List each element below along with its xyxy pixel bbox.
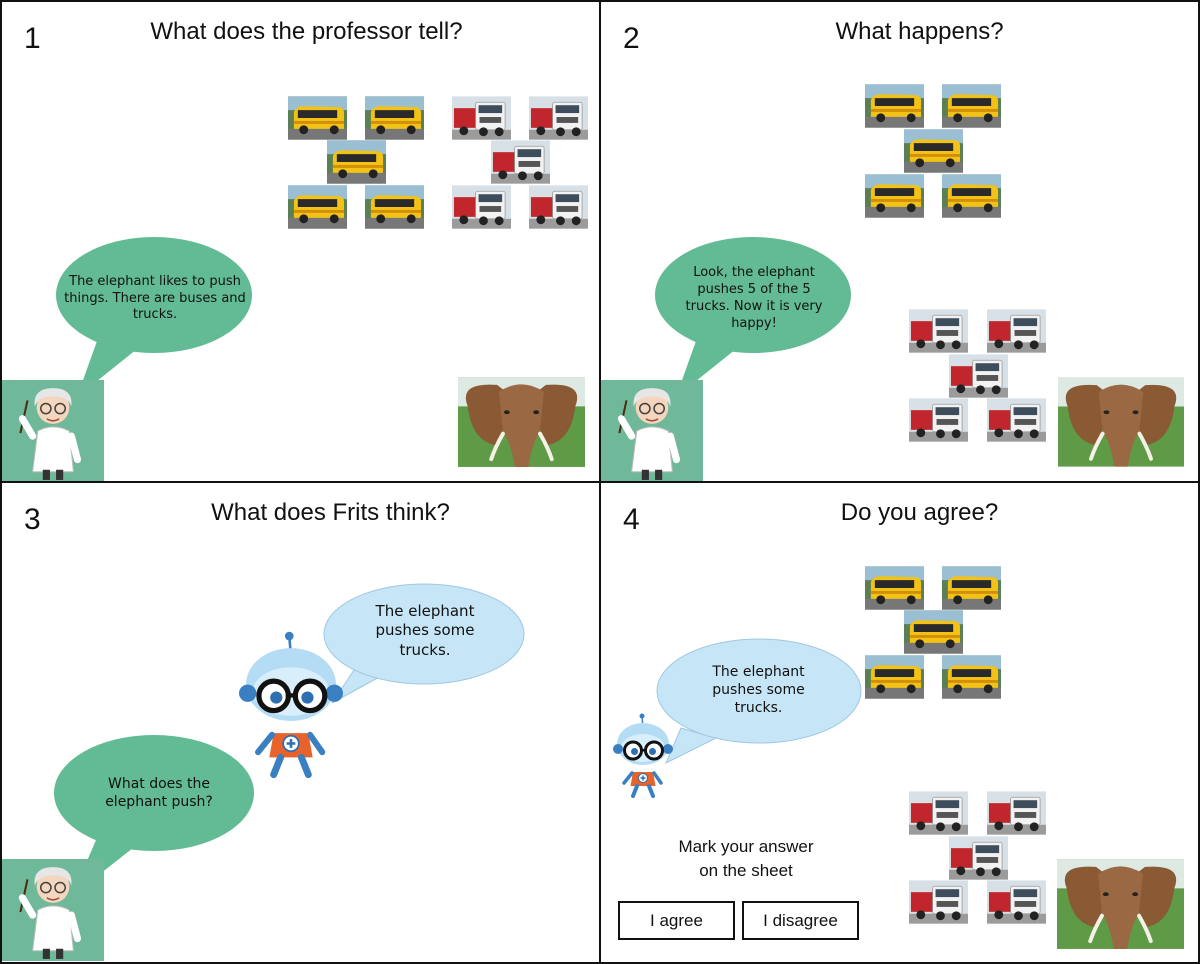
speech-text: What does the elephant push? [105, 775, 213, 810]
truck-image [987, 398, 1046, 442]
panel-title: Do you agree? [840, 499, 999, 526]
bus-image [865, 566, 924, 610]
panel-2: 2 What happens? Look, the elephant pushe… [599, 0, 1200, 483]
panel-number: 4 [623, 503, 640, 536]
panel-title: What does Frits think? [211, 499, 450, 526]
speech-text: The elephant likes to push things. There… [64, 273, 246, 323]
truck-image [529, 96, 588, 140]
elephant-image [458, 376, 585, 468]
panel-number: 2 [623, 22, 640, 55]
truck-image [491, 140, 550, 184]
instruction-text: Mark your answer on the sheet [678, 837, 814, 880]
speech-text: Look, the elephant pushes 5 of the 5 tru… [685, 265, 823, 331]
bus-image [865, 655, 924, 699]
elephant-image [1058, 376, 1184, 468]
truck-image [909, 398, 968, 442]
truck-image [987, 791, 1046, 835]
panel-number: 3 [24, 503, 41, 536]
bus-image [288, 96, 347, 140]
bus-image [904, 610, 963, 654]
bus-image [942, 566, 1001, 610]
truck-image [949, 836, 1008, 880]
truck-image [909, 309, 968, 353]
bus-image [365, 185, 424, 229]
truck-image [529, 185, 588, 229]
speech-bubble-professor [655, 237, 851, 397]
truck-image [949, 354, 1008, 398]
panel-1: 1 What does the professor tell? The elep… [0, 0, 601, 483]
panel-number: 1 [24, 22, 41, 55]
bus-image [288, 185, 347, 229]
speech-bubble-robot [323, 583, 525, 704]
truck-image [909, 791, 968, 835]
truck-image [452, 96, 511, 140]
panel-4: 4 Do you agree? The elephant pushes some… [599, 481, 1200, 964]
disagree-button[interactable]: I disagree [742, 901, 859, 940]
panel-3: 3 What does Frits think? The elephant pu… [0, 481, 601, 964]
bus-image [942, 84, 1001, 128]
panel-title: What happens? [835, 18, 1004, 45]
speech-bubble-robot [656, 638, 862, 765]
bus-image [942, 655, 1001, 699]
truck-image [987, 880, 1046, 924]
professor-illustration [601, 379, 703, 483]
speech-text: The elephant pushes some trucks. [375, 601, 475, 659]
professor-illustration [2, 379, 104, 483]
speech-bubble-professor [56, 237, 252, 397]
truck-image [987, 309, 1046, 353]
professor-illustration [2, 856, 104, 964]
bus-image [327, 140, 386, 184]
frits-robot-illustration [613, 708, 673, 803]
elephant-image [1057, 858, 1184, 950]
truck-image [452, 185, 511, 229]
bus-image [904, 129, 963, 173]
bus-image [865, 174, 924, 218]
bus-image [365, 96, 424, 140]
truck-image [909, 880, 968, 924]
agree-button[interactable]: I agree [618, 901, 735, 940]
panel-title: What does the professor tell? [150, 18, 463, 45]
bus-image [865, 84, 924, 128]
bus-image [942, 174, 1001, 218]
speech-text: The elephant pushes some trucks. [712, 663, 805, 717]
